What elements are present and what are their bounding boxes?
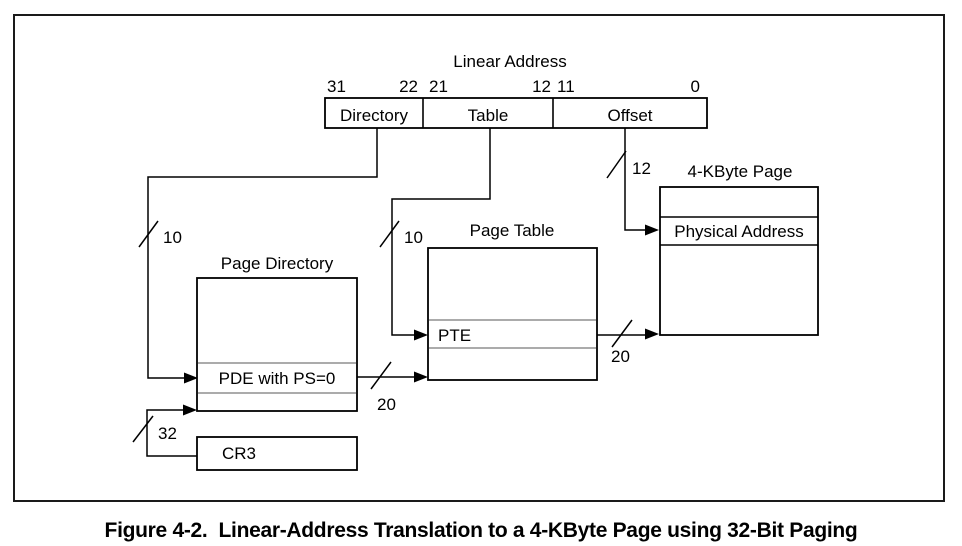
directory-index-line [147, 128, 378, 379]
pde-entry-label: PDE with PS=0 [219, 369, 336, 388]
page-table-box [427, 247, 598, 381]
bit-label-21: 21 [429, 77, 448, 96]
directory-index-arrowhead [184, 372, 198, 384]
page-table-title: Page Table [470, 221, 555, 240]
table-bits-slash [379, 220, 400, 248]
offset-line [624, 128, 646, 231]
cr3-label: CR3 [222, 444, 256, 463]
offset-bits-slash [606, 150, 627, 179]
bit-label-12: 12 [532, 77, 551, 96]
page-4k-title: 4-KByte Page [688, 162, 793, 181]
physical-address-label: Physical Address [674, 222, 803, 241]
linear-address-box [324, 97, 708, 129]
directory-bits-label: 10 [163, 228, 182, 247]
field-directory: Directory [340, 106, 409, 125]
cr3-arrowhead [183, 404, 197, 416]
cr3-bits-slash [132, 415, 154, 443]
table-index-line [391, 128, 491, 336]
page-directory-box [196, 277, 358, 412]
offset-arrowhead [645, 224, 659, 236]
page-4k-box [659, 186, 819, 336]
directory-bits-slash [138, 220, 159, 248]
figure-caption: Figure 4-2. Linear-Address Translation t… [105, 519, 858, 542]
bit-label-11: 11 [557, 77, 575, 96]
offset-bits-label: 12 [632, 159, 651, 178]
cr3-bits-label: 32 [158, 424, 177, 443]
page-directory-title: Page Directory [221, 254, 334, 273]
linear-address-title: Linear Address [453, 52, 566, 71]
pte-output-arrowhead [645, 328, 659, 340]
bit-label-0: 0 [691, 77, 700, 96]
cr3-line [146, 409, 197, 457]
cr3-box [196, 436, 358, 471]
table-index-arrowhead [414, 329, 428, 341]
field-offset: Offset [607, 106, 652, 125]
table-bits-label: 10 [404, 228, 423, 247]
field-table: Table [468, 106, 509, 125]
pte-output-slash [611, 319, 633, 348]
pde-output-arrowhead [414, 371, 428, 383]
pde-output-bits-label: 20 [377, 395, 396, 414]
pde-output-slash [370, 361, 392, 390]
bit-label-31: 31 [327, 77, 346, 96]
pte-output-bits-label: 20 [611, 347, 630, 366]
pte-entry-label: PTE [438, 326, 471, 345]
bit-label-22: 22 [399, 77, 418, 96]
